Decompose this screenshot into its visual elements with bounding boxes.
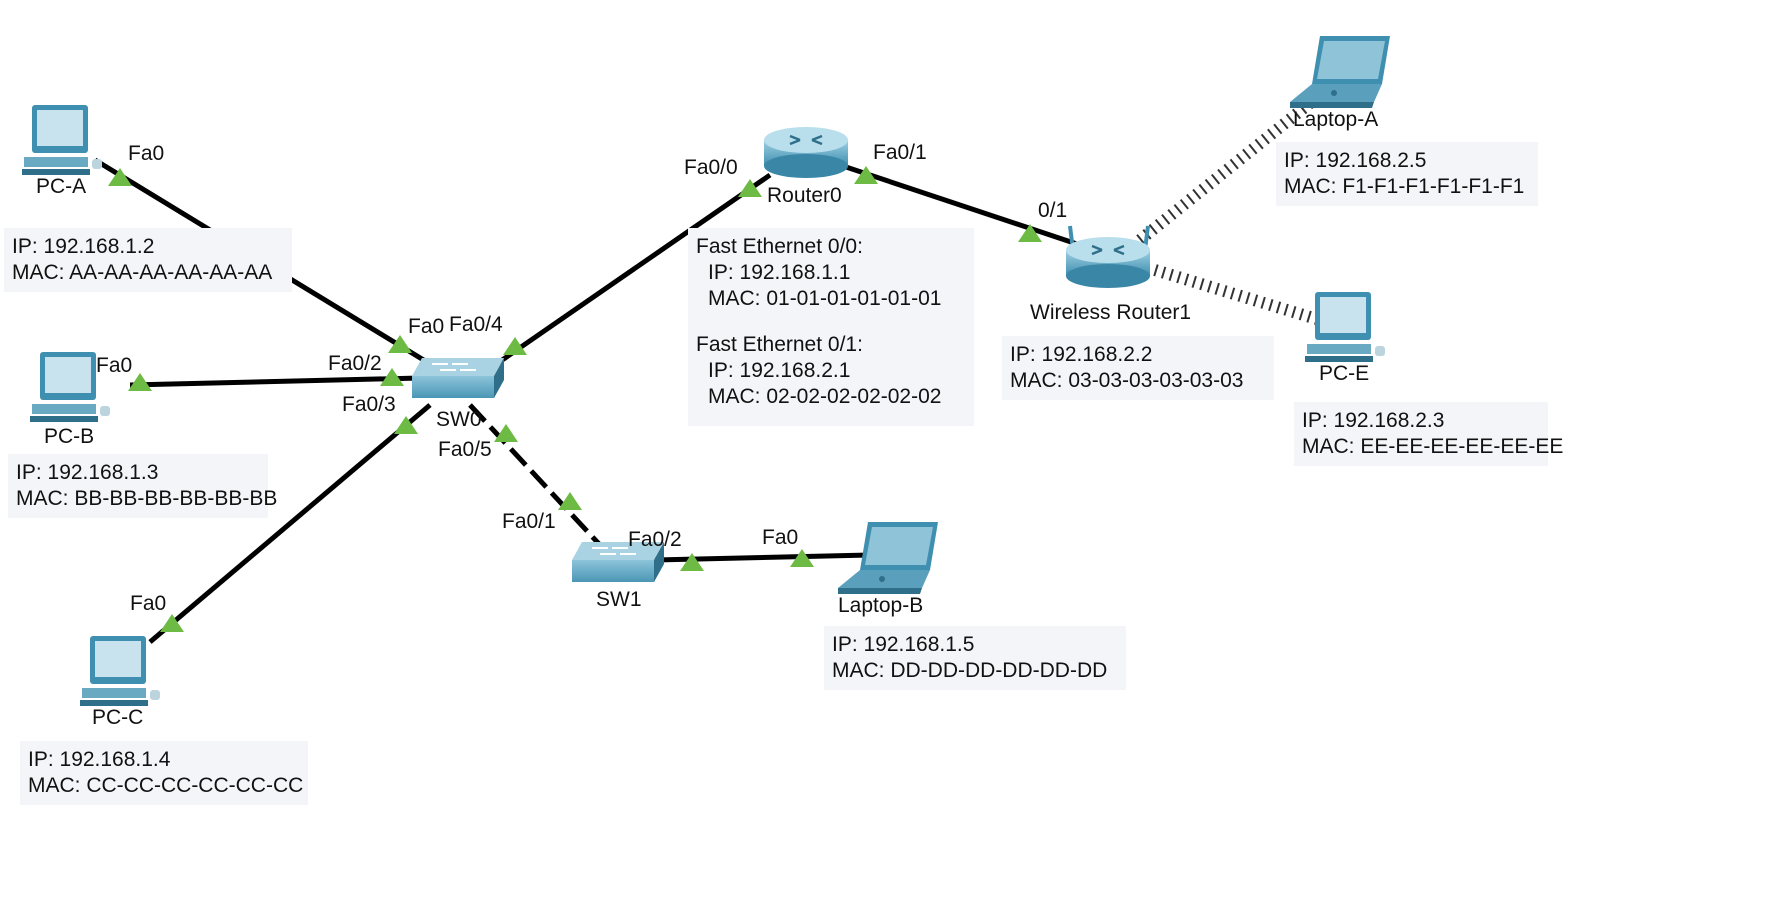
ip-address: IP: 192.168.1.2 (12, 235, 155, 258)
pc-b-info: IP: 192.168.1.3 MAC: BB-BB-BB-BB-BB-BB (8, 454, 278, 518)
router0-device[interactable] (762, 125, 850, 180)
port-label: Fa0/3 (342, 393, 396, 416)
ip-address: IP: 192.168.1.4 (28, 748, 171, 771)
port-label: 0/1 (1038, 199, 1067, 222)
sw0-label: SW0 (436, 408, 482, 431)
ip-address: IP: 192.168.1.3 (16, 461, 159, 484)
pc-icon (22, 105, 102, 175)
pc-a-info: IP: 192.168.1.2 MAC: AA-AA-AA-AA-AA-AA (4, 228, 292, 292)
link-router0-wr1[interactable] (839, 162, 1081, 248)
laptop-b-label: Laptop-B (838, 594, 923, 617)
port-label: Fa0/5 (438, 438, 492, 461)
ip-address: IP: 192.168.2.5 (1284, 149, 1427, 172)
port-label: Fa0/0 (684, 156, 738, 179)
mac-address: MAC: DD-DD-DD-DD-DD-DD (832, 659, 1108, 682)
pc-e-label: PC-E (1319, 362, 1369, 385)
wireless-router1-info: IP: 192.168.2.2 MAC: 03-03-03-03-03-03 (1002, 336, 1274, 400)
pc-e-info: IP: 192.168.2.3 MAC: EE-EE-EE-EE-EE-EE (1294, 402, 1564, 466)
pc-c-device[interactable] (80, 636, 160, 706)
pc-c-label: PC-C (92, 706, 143, 729)
mac-address: MAC: BB-BB-BB-BB-BB-BB (16, 487, 278, 510)
ip-address: IP: 192.168.2.2 (1010, 343, 1153, 366)
pc-b-label: PC-B (44, 425, 94, 448)
ip-address: IP: 192.168.1.5 (832, 633, 975, 656)
ip-address: IP: 192.168.1.1 (708, 261, 851, 284)
mac-address: MAC: 02-02-02-02-02-02 (708, 385, 942, 408)
wireless-link-laptopa (1136, 90, 1324, 245)
pc-c-info: IP: 192.168.1.4 MAC: CC-CC-CC-CC-CC-CC (20, 741, 308, 805)
sw0-device[interactable] (411, 357, 505, 399)
link-pcb-sw0[interactable] (129, 375, 421, 388)
wireless-router1-device[interactable] (1064, 225, 1152, 290)
mac-address: MAC: F1-F1-F1-F1-F1-F1 (1284, 175, 1525, 198)
switch-icon (411, 357, 505, 399)
mac-address: MAC: 01-01-01-01-01-01 (708, 287, 942, 310)
pc-icon (1305, 292, 1385, 362)
spacer (696, 312, 966, 332)
laptop-a-info: IP: 192.168.2.5 MAC: F1-F1-F1-F1-F1-F1 (1276, 142, 1538, 206)
pc-icon (80, 636, 160, 706)
port-label: Fa0/1 (873, 141, 927, 164)
laptop-icon (838, 522, 938, 594)
router0-info: Fast Ethernet 0/0: IP: 192.168.1.1 MAC: … (688, 228, 974, 426)
port-label: Fa0 (130, 592, 166, 615)
laptop-icon (1290, 36, 1390, 108)
port-label: Fa0 (96, 354, 132, 377)
port-label: Fa0 (408, 315, 444, 338)
link-sw1-laptopb[interactable] (654, 552, 871, 563)
laptop-a-device[interactable] (1290, 36, 1390, 108)
link-sw0-router0[interactable] (493, 172, 772, 368)
laptop-b-device[interactable] (838, 522, 938, 594)
mac-address: MAC: AA-AA-AA-AA-AA-AA (12, 261, 273, 284)
port-label: Fa0/4 (449, 313, 503, 336)
router-icon (762, 125, 850, 180)
mac-address: MAC: CC-CC-CC-CC-CC-CC (28, 774, 304, 797)
mac-address: MAC: EE-EE-EE-EE-EE-EE (1302, 435, 1564, 458)
link-pcc-sw0[interactable] (148, 403, 432, 644)
pc-a-label: PC-A (36, 175, 86, 198)
link-sw0-sw1[interactable] (468, 403, 602, 547)
pc-a-device[interactable] (22, 105, 102, 175)
link-light (680, 553, 704, 571)
port-label: Fa0/1 (502, 510, 556, 533)
laptop-a-label: Laptop-A (1293, 108, 1378, 131)
port-label: Fa0 (762, 526, 798, 549)
laptop-b-info: IP: 192.168.1.5 MAC: DD-DD-DD-DD-DD-DD (824, 626, 1126, 690)
ip-address: IP: 192.168.2.1 (708, 359, 851, 382)
wireless-router1-label: Wireless Router1 (1030, 301, 1191, 324)
interface-title: Fast Ethernet 0/1: (696, 333, 863, 356)
port-label: Fa0/2 (328, 352, 382, 375)
ip-address: IP: 192.168.2.3 (1302, 409, 1445, 432)
pc-e-device[interactable] (1305, 292, 1385, 362)
sw1-label: SW1 (596, 588, 642, 611)
interface-title: Fast Ethernet 0/0: (696, 235, 863, 258)
mac-address: MAC: 03-03-03-03-03-03 (1010, 369, 1244, 392)
router0-label: Router0 (767, 184, 842, 207)
wireless-router-icon (1064, 235, 1152, 290)
port-label: Fa0 (128, 142, 164, 165)
port-label: Fa0/2 (628, 528, 682, 551)
